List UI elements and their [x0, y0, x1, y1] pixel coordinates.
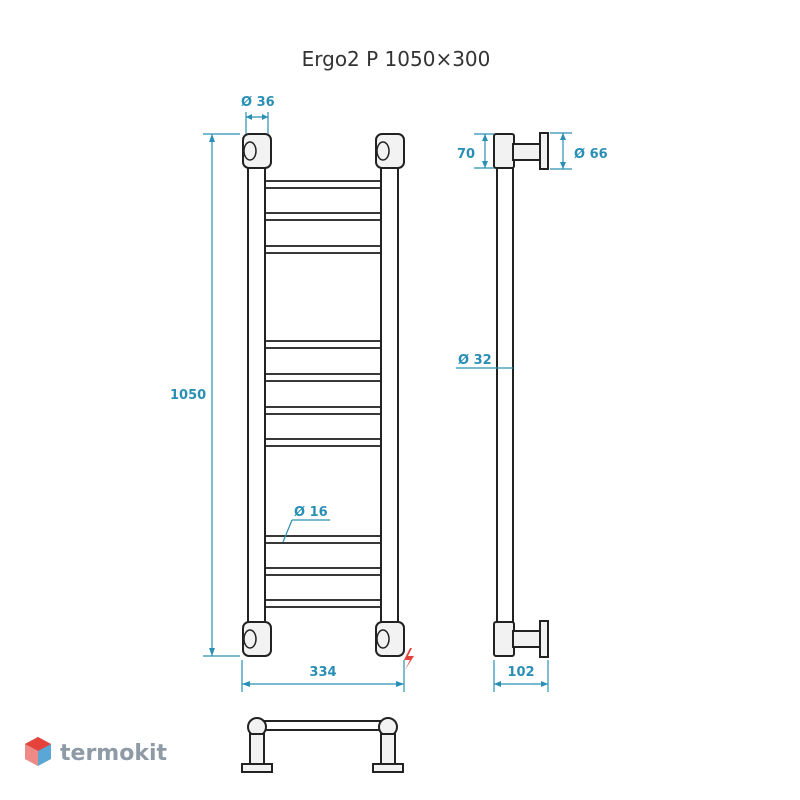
rungs	[261, 180, 383, 608]
dimension-depth: 102	[493, 660, 549, 692]
top-view-bar	[256, 720, 389, 731]
fitting-bottom-right	[375, 621, 405, 657]
dimension-width: 334	[241, 660, 405, 692]
side-pipe	[496, 134, 514, 656]
fitting-bottom-left	[242, 621, 272, 657]
flange-diameter-label: Ø 66	[574, 147, 608, 162]
height-label: 1050	[170, 388, 206, 403]
dimension-side-pipe-diameter: Ø 32	[456, 353, 513, 369]
outer-diameter-label: Ø 36	[241, 95, 275, 110]
fitting-top-right	[375, 133, 405, 169]
dimension-height: 1050	[170, 133, 240, 657]
side-pipe-diameter-label: Ø 32	[458, 353, 492, 368]
side-view	[493, 132, 549, 658]
lightning-icon	[404, 648, 414, 670]
dimension-rung-diameter: Ø 16	[282, 505, 330, 543]
drawing-title: Ergo2 P 1050×300	[302, 47, 491, 71]
dimension-side-offset: 70	[457, 133, 494, 169]
brand-logo: termokit	[25, 737, 167, 766]
side-offset-label: 70	[457, 147, 475, 162]
top-view-left-flange	[241, 763, 273, 773]
depth-label: 102	[507, 665, 534, 680]
width-label: 334	[309, 665, 336, 680]
dimension-outer-diameter: Ø 36	[241, 95, 275, 134]
right-pipe	[380, 134, 399, 656]
top-view-right-stem	[380, 733, 396, 765]
top-view	[241, 717, 404, 773]
rung-diameter-label: Ø 16	[294, 505, 328, 520]
left-pipe	[247, 134, 266, 656]
brand-name: termokit	[60, 741, 167, 766]
front-view	[242, 133, 414, 670]
dimension-flange-diameter: Ø 66	[550, 132, 608, 170]
termokit-logo-icon	[25, 737, 51, 766]
side-bracket-top	[493, 132, 549, 170]
top-view-left-stem	[249, 733, 265, 765]
top-view-right-flange	[372, 763, 404, 773]
fitting-top-left	[242, 133, 272, 169]
side-bracket-bottom	[493, 620, 549, 658]
